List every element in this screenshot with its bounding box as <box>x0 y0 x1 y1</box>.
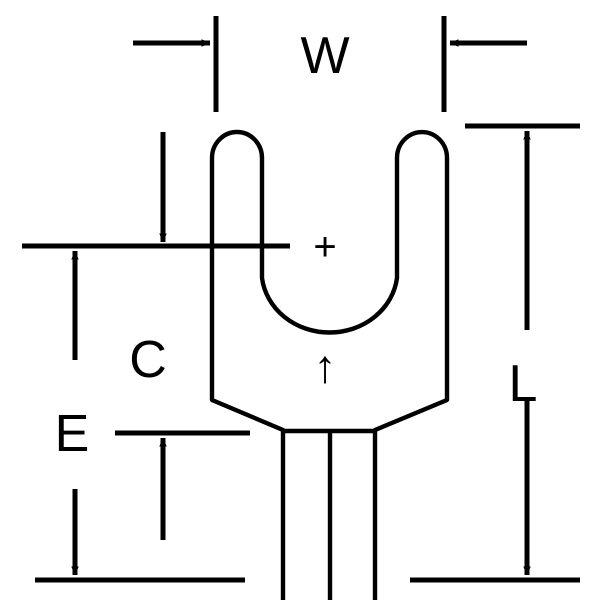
part-outline <box>209 129 450 600</box>
fork-terminal-body <box>209 129 450 600</box>
up-arrow-mark: ↑ <box>314 340 337 392</box>
center-cross-mark: + <box>313 225 336 269</box>
reference-marks: + ↑ <box>313 225 336 392</box>
dimension-c <box>22 243 290 583</box>
dimension-label-c: C <box>129 331 167 389</box>
dimension-l <box>410 123 580 583</box>
dimension-label-l: L <box>509 355 538 413</box>
dimension-labels: W C E L <box>55 27 538 463</box>
dimension-w <box>133 16 527 112</box>
dimension-e <box>115 430 250 540</box>
dimension-label-e: E <box>55 405 90 463</box>
dimension-label-w: W <box>300 27 349 85</box>
